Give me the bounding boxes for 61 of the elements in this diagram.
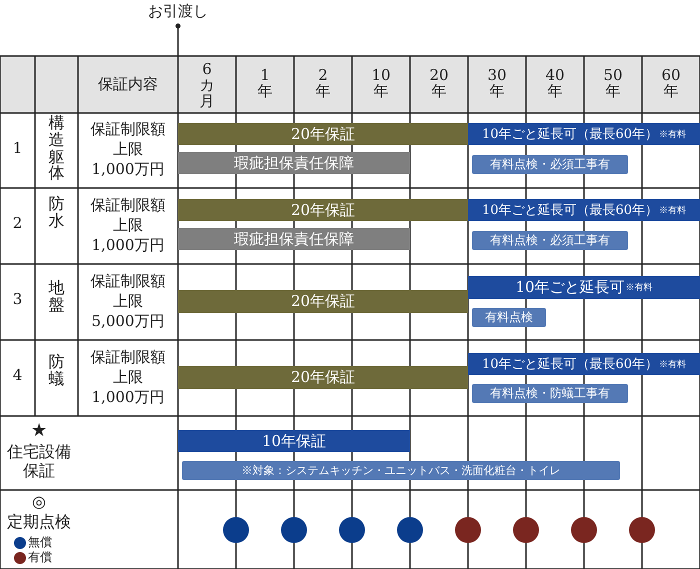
inspection-dot: [397, 517, 423, 543]
inspection-dot: [339, 517, 365, 543]
limit-label: 保証制限額: [90, 272, 166, 290]
limit-label: 1,000万円: [90, 236, 166, 254]
category-label: 地盤: [48, 280, 66, 314]
extension-bar: 10年ごと延長可（最長60年）※有料: [468, 123, 700, 145]
limit-label: 上限: [112, 140, 144, 158]
inspection-dot: [281, 517, 307, 543]
inspection-dot: [629, 517, 655, 543]
condition-tag: 有料点検・防蟻工事有: [472, 384, 628, 403]
inspection-dot: [455, 517, 481, 543]
column-header: 50年: [603, 68, 623, 100]
column-header: 1年: [256, 68, 274, 100]
limit-label: 5,000万円: [90, 312, 166, 330]
category-label: 構造躯体: [48, 115, 66, 182]
column-header: 40年: [545, 68, 565, 100]
warranty-bar: 20年保証: [178, 199, 468, 221]
limit-label: 保証制限額: [90, 120, 166, 138]
category-label: 防水: [48, 196, 66, 230]
warranty-bar: 瑕疵担保責任保障: [178, 152, 410, 174]
column-header: 30年: [487, 68, 507, 100]
limit-label: 保証制限額: [90, 348, 166, 366]
limit-label: 上限: [112, 292, 144, 310]
category-label: 定期点検: [6, 512, 72, 532]
column-header: 保証内容: [97, 75, 159, 93]
star-mark: ★: [30, 420, 48, 442]
limit-label: 上限: [112, 216, 144, 234]
column-header: 2年: [314, 68, 332, 100]
condition-tag: 有料点検・必須工事有: [472, 231, 628, 250]
extension-bar: 10年ごと延長可（最長60年）※有料: [468, 353, 700, 375]
warranty-bar: 20年保証: [178, 366, 468, 389]
warranty-bar: 10年保証: [178, 430, 410, 452]
column-header: 6カ月: [198, 62, 216, 110]
condition-tag: 有料点検: [472, 308, 546, 327]
row-number: 2: [12, 214, 24, 232]
column-header: 10年: [371, 68, 391, 100]
column-header: 60年: [661, 68, 681, 100]
category-label: 住宅設備保証: [6, 442, 72, 480]
warranty-bar: 瑕疵担保責任保障: [178, 228, 410, 250]
limit-label: 上限: [112, 368, 144, 386]
category-label: 防蟻: [48, 354, 66, 388]
warranty-bar: 20年保証: [178, 290, 468, 313]
row-number: 4: [12, 366, 24, 384]
row-number: 1: [12, 139, 24, 157]
row-number: 3: [12, 290, 24, 308]
inspection-dot: [513, 517, 539, 543]
condition-tag: 有料点検・必須工事有: [472, 155, 628, 174]
legend-label: 有償: [28, 550, 52, 564]
column-header: 20年: [429, 68, 449, 100]
warranty-bar: 20年保証: [178, 123, 468, 145]
handover-label: お引渡し: [147, 2, 209, 20]
limit-label: 1,000万円: [90, 388, 166, 406]
coverage-note: ※対象：システムキッチン・ユニットバス・洗面化粧台・トイレ: [182, 461, 620, 480]
inspection-dot: [571, 517, 597, 543]
double-circle-mark: ◎: [31, 492, 47, 512]
limit-label: 保証制限額: [90, 196, 166, 214]
legend-label: 無償: [28, 535, 52, 550]
extension-bar: 10年ごと延長可（最長60年）※有料: [468, 199, 700, 221]
extension-bar: 10年ごと延長可※有料: [468, 276, 700, 299]
inspection-dot: [223, 517, 249, 543]
limit-label: 1,000万円: [90, 160, 166, 178]
